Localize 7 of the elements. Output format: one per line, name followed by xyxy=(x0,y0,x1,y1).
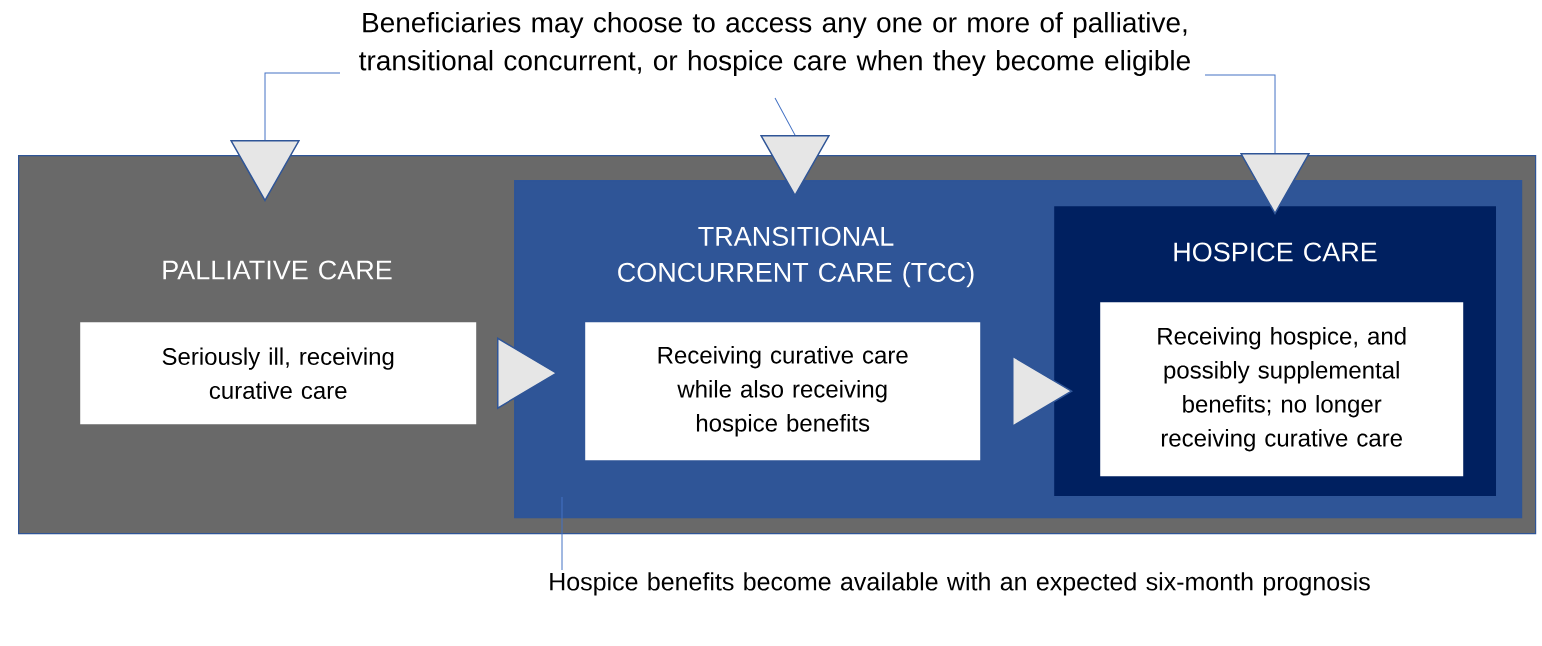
leader-line xyxy=(561,496,563,571)
text-box: Receiving curative care while also receiving hospice benefits xyxy=(585,322,981,461)
note-text: Hospice benefits become available with an expected six-month prognosis xyxy=(550,572,1370,596)
callout-text: Beneficiaries may choose to access any one or more of palliative, transitional concurrent, or hospice care when they become eligible xyxy=(359,11,1190,77)
text-box: Receiving hospice, and possibly supplemental benefits; no longer receiving curative care xyxy=(1100,302,1464,477)
arrow xyxy=(1204,74,1311,215)
text-box: Seriously ill, receiving curative care xyxy=(80,322,477,425)
